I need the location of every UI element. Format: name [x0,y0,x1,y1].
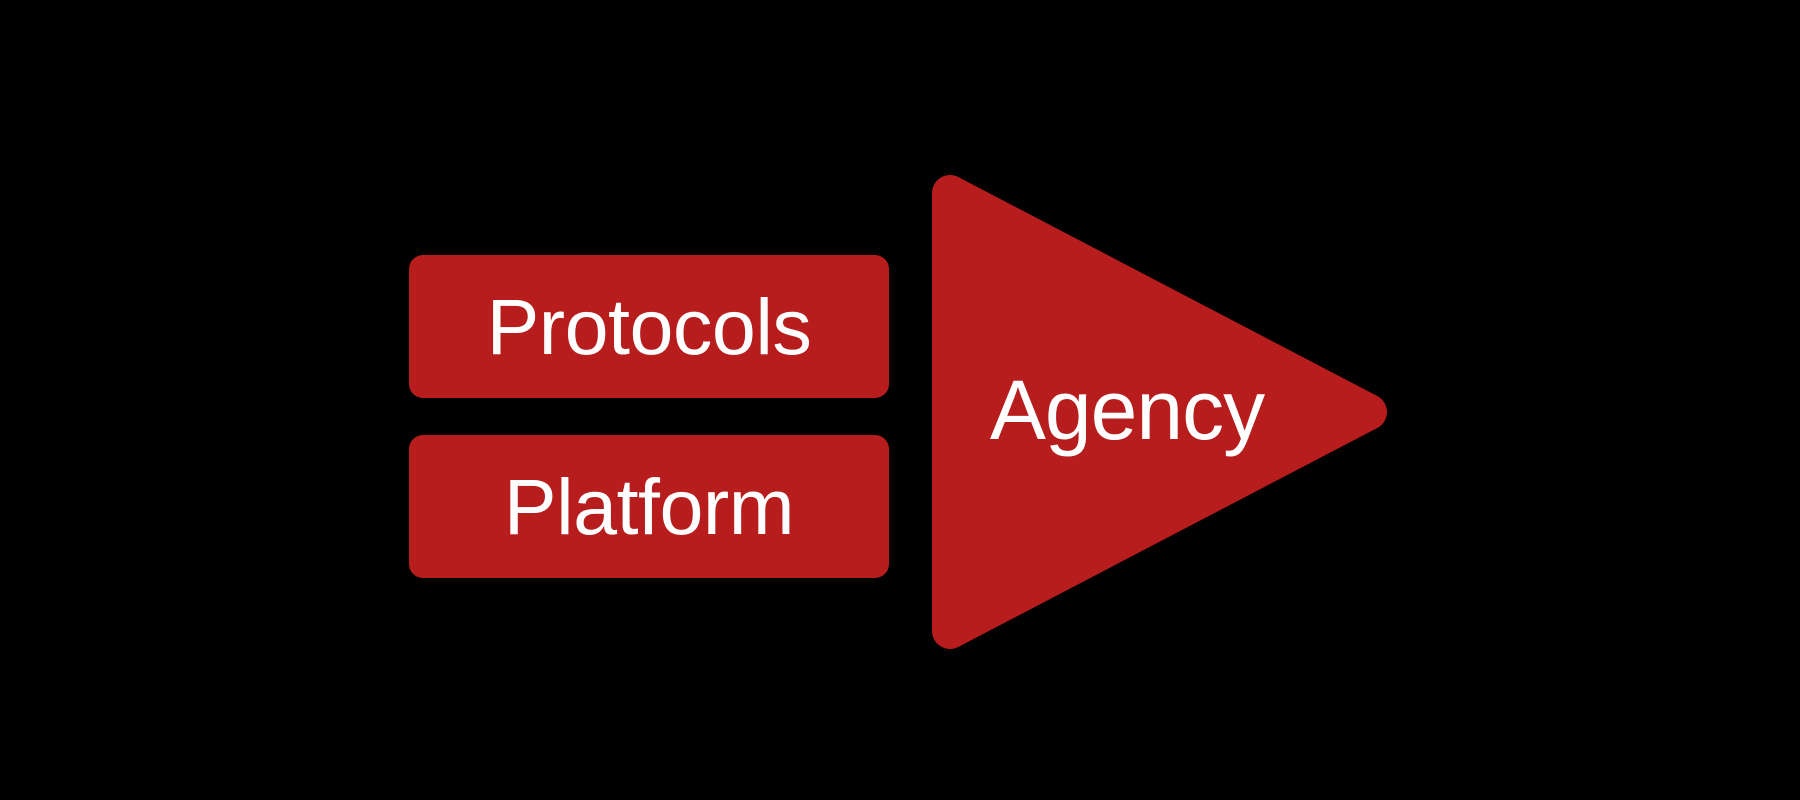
agency-label: Agency [989,363,1265,457]
platform-box: Platform [409,435,889,578]
protocols-box: Protocols [409,255,889,398]
arrow-right-triangle-icon [932,175,1387,649]
platform-label: Platform [503,462,795,551]
protocols-label: Protocols [486,282,812,371]
